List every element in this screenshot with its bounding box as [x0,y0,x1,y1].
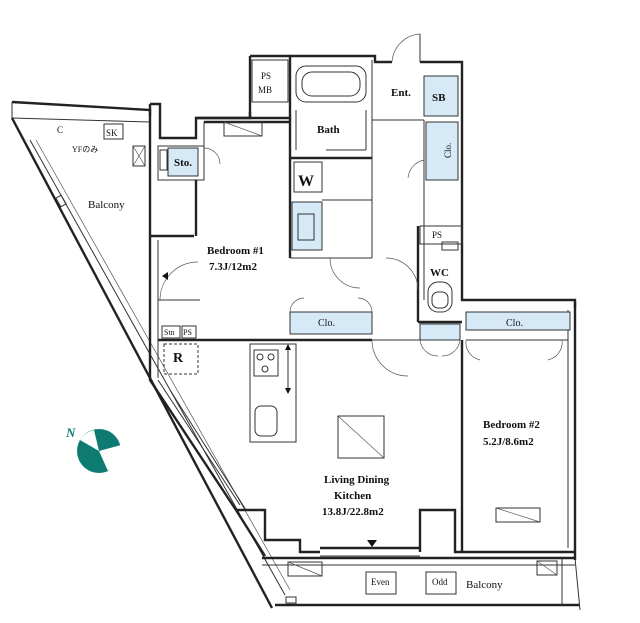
bath-label: Bath [317,124,340,136]
ldk-size: 13.8J/22.8m2 [322,506,384,518]
west-balcony: SK YFのみ C Balcony [10,100,297,609]
odd-hatch [425,571,457,595]
shoe-box [423,75,459,117]
ps-label-kitchen: PS [183,328,192,337]
bedroom2-name: Bedroom #2 [483,419,540,431]
washer-label: W [298,173,314,190]
bedroom1-size: 7.3J/12m2 [209,261,257,273]
balcony-south-label: Balcony [466,579,503,591]
bedroom2-size: 5.2J/8.6m2 [483,436,534,448]
ps-mb-shaft: PS MB [251,59,289,103]
bath-area: Bath W [290,60,373,258]
exterior-walls [148,54,577,560]
sb-label: SB [432,92,446,104]
entrance: Ent. SB Clo. [372,33,459,300]
bedroom-1: Bedroom #1 7.3J/12m2 Clo. [150,118,373,342]
bedroom2-closet-label: Clo. [506,318,523,329]
odd-label: Odd [432,577,448,587]
balcony-corner-mark: C [57,125,63,135]
refrigerator-space [163,343,199,375]
bedroom2-closet [465,311,571,331]
bedroom1-closet [289,311,373,335]
ldk-line2: Kitchen [334,490,371,502]
ldk-entry-marker [367,540,377,547]
hall-closet [425,121,459,181]
wc-cabinet [419,323,461,341]
bedroom-2: Clo. Bedroom #2 5.2J/8.6m2 [419,311,571,552]
washroom-cabinet [291,201,323,251]
stove [253,349,279,377]
balcony-west-label: Balcony [88,199,125,211]
ps-label-top: PS [261,71,271,81]
sk-note: YFのみ [72,145,98,154]
washer-box [293,161,323,193]
north-compass: N [65,425,122,473]
storage-sto: Sto. [157,122,221,181]
wc-room: PS WC [385,225,463,341]
kitchen-counter [249,343,297,443]
sk-box [103,123,124,140]
toilet [427,281,453,313]
hall-closet-label: Clo. [443,143,453,158]
even-label: Even [371,577,390,587]
bedroom1-closet-label: Clo. [318,318,335,329]
living-dining-kitchen: R Stn PS Living Dining Kitchen 13.8J/22.… [161,325,420,547]
wc-label: WC [430,267,449,279]
ps-label-wc: PS [432,230,442,240]
even-hatch [365,571,397,595]
sto-closet [167,147,199,177]
bedroom1-name: Bedroom #1 [207,245,264,257]
south-balcony: Even Odd Balcony [262,556,581,611]
compass-label: N [65,425,76,440]
sto-label: Sto. [174,157,192,169]
refrigerator-label: R [173,351,184,366]
entrance-label: Ent. [391,87,411,99]
kitchen-sink [254,405,278,437]
sk-label: SK [106,128,118,138]
stn-label: Stn [164,328,175,337]
ldk-line1: Living Dining [324,474,390,486]
mb-label: MB [258,85,272,95]
